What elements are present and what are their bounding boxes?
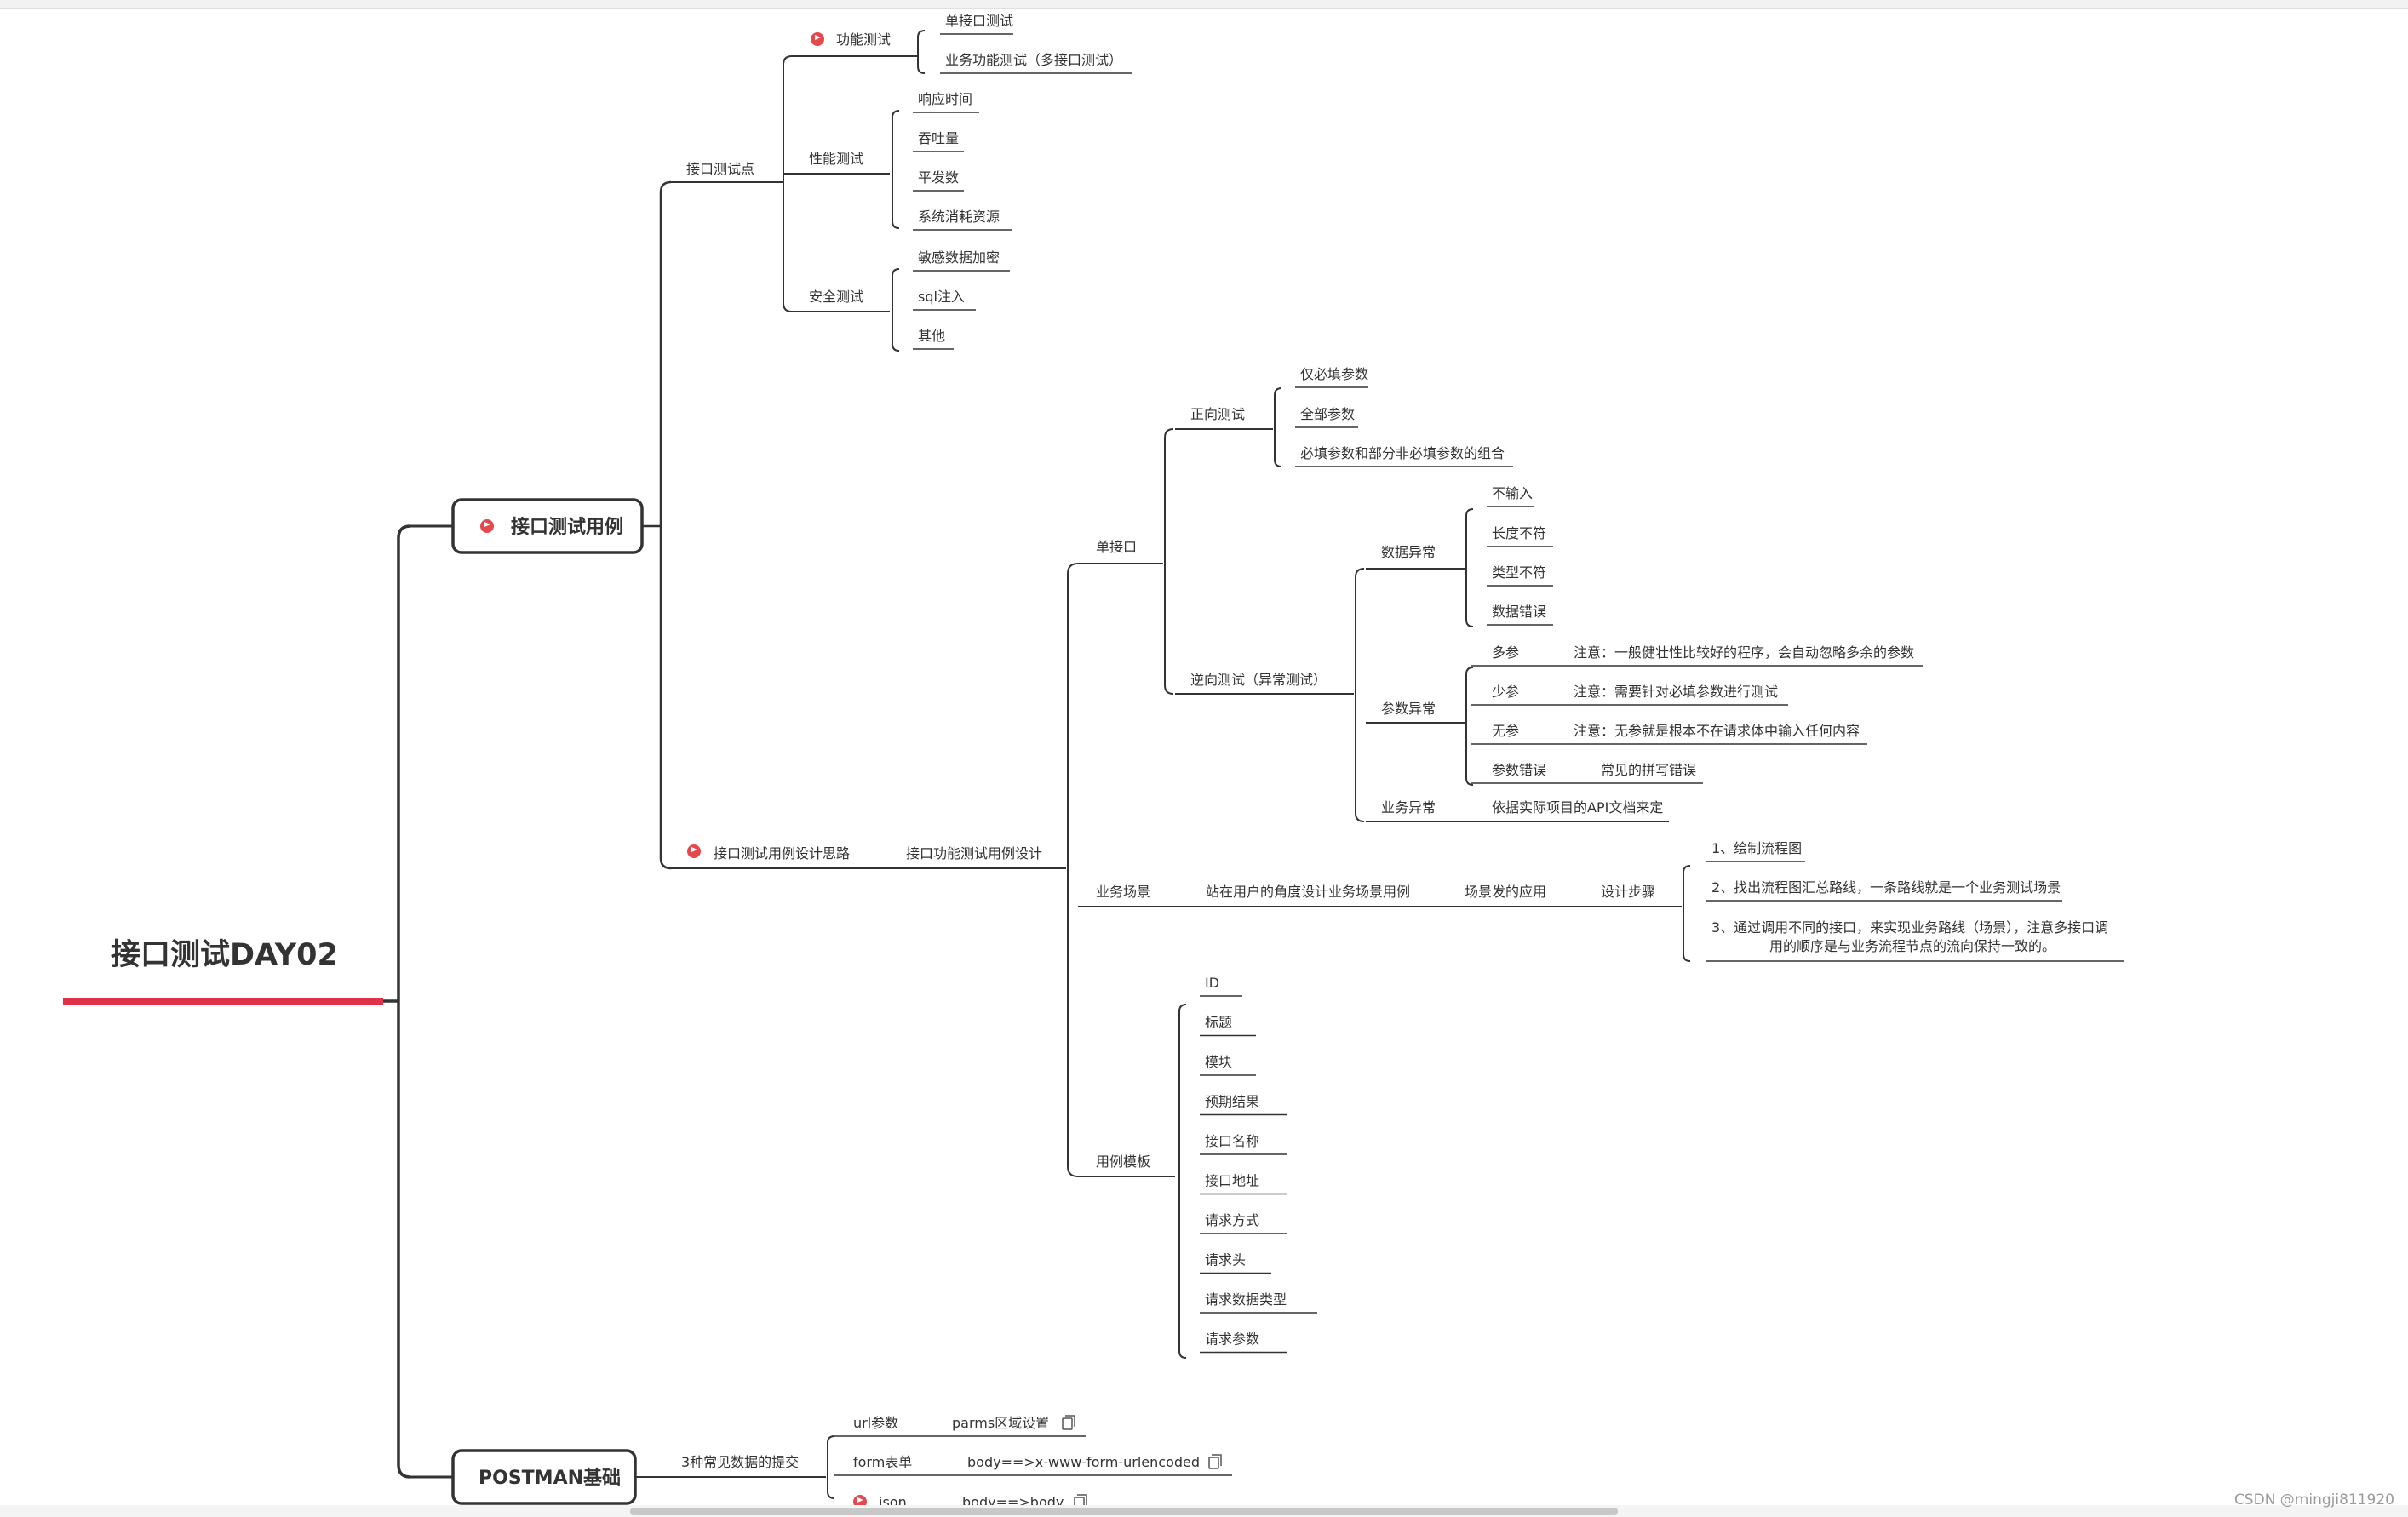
t-datatype-label[interactable]: 请求数据类型	[1205, 1291, 1287, 1308]
template-label[interactable]: 用例模板	[1096, 1153, 1150, 1170]
perf-response-label[interactable]: 响应时间	[918, 91, 972, 107]
scene-user-label[interactable]: 站在用户的角度设计业务场景用例	[1206, 884, 1410, 900]
pe-wrong-label[interactable]: 参数错误	[1492, 762, 1546, 778]
data-err-bracket	[1465, 508, 1474, 627]
perf-throughput-label[interactable]: 吞吐量	[918, 130, 959, 146]
submit-label[interactable]: 3种常见数据的提交	[681, 1454, 799, 1470]
func-single-label[interactable]: 单接口测试	[945, 13, 1013, 29]
pos-combo-label[interactable]: 必填参数和部分非必填参数的组合	[1300, 445, 1505, 461]
biz-err-note[interactable]: 依据实际项目的API文档来定	[1492, 799, 1663, 816]
de-wrong-label[interactable]: 数据错误	[1492, 604, 1546, 620]
branch-postman-box[interactable]	[451, 1449, 637, 1505]
pe-none-note[interactable]: 注意：无参就是根本不在请求体中输入任何内容	[1574, 723, 1860, 739]
param-err-label[interactable]: 参数异常	[1381, 701, 1436, 717]
case-trunk	[659, 180, 672, 870]
sec-sql-label[interactable]: sql注入	[918, 289, 965, 305]
sec-label[interactable]: 安全测试	[809, 289, 863, 305]
perf-bracket	[892, 110, 900, 229]
step-3-line1[interactable]: 3、通过调用不同的接口，来实现业务路线（场景），注意多接口调	[1711, 919, 2108, 936]
positive-label[interactable]: 正向测试	[1190, 406, 1245, 422]
pe-more-note[interactable]: 注意：一般健壮性比较好的程序，会自动忽略多余的参数	[1574, 644, 1914, 661]
func-bracket	[917, 30, 926, 74]
param-err-bracket	[1465, 667, 1474, 786]
points-label[interactable]: 接口测试点	[686, 161, 754, 177]
design-func-bracket	[1067, 563, 1079, 1177]
branch-case-label[interactable]: 接口测试用例	[511, 517, 623, 538]
pe-more-label[interactable]: 多参	[1492, 644, 1519, 661]
t-method-label[interactable]: 请求方式	[1205, 1212, 1259, 1228]
step-3-line2[interactable]: 用的顺序是与业务流程节点的流向保持一致的。	[1769, 938, 2055, 954]
negative-label[interactable]: 逆向测试（异常测试）	[1190, 672, 1327, 688]
pos-required-label[interactable]: 仅必填参数	[1300, 366, 1368, 382]
single-bracket	[1164, 428, 1174, 695]
de-type-label[interactable]: 类型不符	[1492, 564, 1546, 581]
de-length-label[interactable]: 长度不符	[1492, 525, 1546, 541]
pos-all-label[interactable]: 全部参数	[1300, 406, 1355, 422]
t-params-label[interactable]: 请求参数	[1205, 1331, 1259, 1348]
single-label[interactable]: 单接口	[1096, 539, 1137, 555]
connector-lines	[383, 30, 2124, 1499]
design-flag-icon	[687, 844, 701, 858]
biz-err-label[interactable]: 业务异常	[1381, 799, 1436, 816]
design-func-label[interactable]: 接口功能测试用例设计	[906, 845, 1042, 862]
positive-bracket	[1274, 387, 1282, 467]
design-label[interactable]: 接口测试用例设计思路	[714, 845, 850, 862]
negative-bracket	[1355, 568, 1365, 822]
pe-wrong-note[interactable]: 常见的拼写错误	[1601, 762, 1696, 778]
func-flag-icon	[811, 32, 824, 46]
branch-case-box[interactable]	[451, 498, 644, 554]
t-title-label[interactable]: 标题	[1205, 1015, 1232, 1031]
de-none-label[interactable]: 不输入	[1492, 485, 1533, 501]
t-name-label[interactable]: 接口名称	[1205, 1133, 1259, 1149]
watermark-text: CSDN @mingji811920	[2233, 1491, 2394, 1508]
template-bracket	[1178, 1004, 1187, 1359]
t-module-label[interactable]: 模块	[1205, 1054, 1232, 1070]
data-err-label[interactable]: 数据异常	[1381, 544, 1436, 560]
scrollbar-thumb[interactable]	[630, 1508, 1618, 1515]
t-url-label[interactable]: 接口地址	[1205, 1173, 1259, 1189]
perf-label[interactable]: 性能测试	[809, 151, 863, 167]
root-underline	[63, 998, 383, 1005]
scene-steps-label[interactable]: 设计步骤	[1601, 884, 1655, 900]
url-param-copy-icon[interactable]	[1062, 1415, 1075, 1430]
scene-method-label[interactable]: 场景发的应用	[1465, 884, 1546, 900]
sec-encrypt-label[interactable]: 敏感数据加密	[918, 249, 1000, 266]
sec-bracket	[892, 268, 900, 352]
branch-postman-label[interactable]: POSTMAN基础	[479, 1468, 621, 1489]
url-param-value[interactable]: parms区域设置	[952, 1415, 1049, 1431]
root-title[interactable]: 接口测试DAY02	[111, 938, 338, 972]
step-1-label[interactable]: 1、绘制流程图	[1711, 840, 1802, 856]
t-id-label[interactable]: ID	[1205, 975, 1219, 991]
pe-none-label[interactable]: 无参	[1492, 723, 1519, 739]
perf-concurrency-label[interactable]: 平发数	[918, 169, 959, 186]
url-param-label[interactable]: url参数	[853, 1415, 898, 1431]
step-2-label[interactable]: 2、找出流程图汇总路线，一条路线就是一个业务测试场景	[1711, 879, 2061, 896]
t-expected-label[interactable]: 预期结果	[1205, 1094, 1259, 1110]
form-label[interactable]: form表单	[853, 1454, 912, 1470]
points-bracket	[783, 55, 793, 312]
pe-less-label[interactable]: 少参	[1492, 684, 1519, 700]
submit-bracket	[827, 1435, 835, 1499]
scene-steps-bracket	[1683, 865, 1691, 962]
func-label[interactable]: 功能测试	[836, 31, 891, 48]
perf-resource-label[interactable]: 系统消耗资源	[918, 209, 1000, 225]
branch-case-flag-icon	[480, 519, 494, 533]
sec-other-label[interactable]: 其他	[918, 328, 945, 344]
t-header-label[interactable]: 请求头	[1205, 1252, 1246, 1268]
form-value[interactable]: body==>x-www-form-urlencoded	[967, 1454, 1200, 1470]
func-business-label[interactable]: 业务功能测试（多接口测试）	[945, 52, 1122, 68]
form-copy-icon[interactable]	[1208, 1454, 1222, 1469]
node-labels: 接口测试DAY02 接口测试用例 POSTMAN基础 接口测试点 功能测试 单接口测试业务…	[63, 13, 2108, 1510]
top-toolbar-strip	[0, 0, 2408, 9]
root-trunk	[397, 524, 411, 1479]
scene-label[interactable]: 业务场景	[1096, 884, 1150, 900]
pe-less-note[interactable]: 注意：需要针对必填参数进行测试	[1574, 684, 1778, 700]
